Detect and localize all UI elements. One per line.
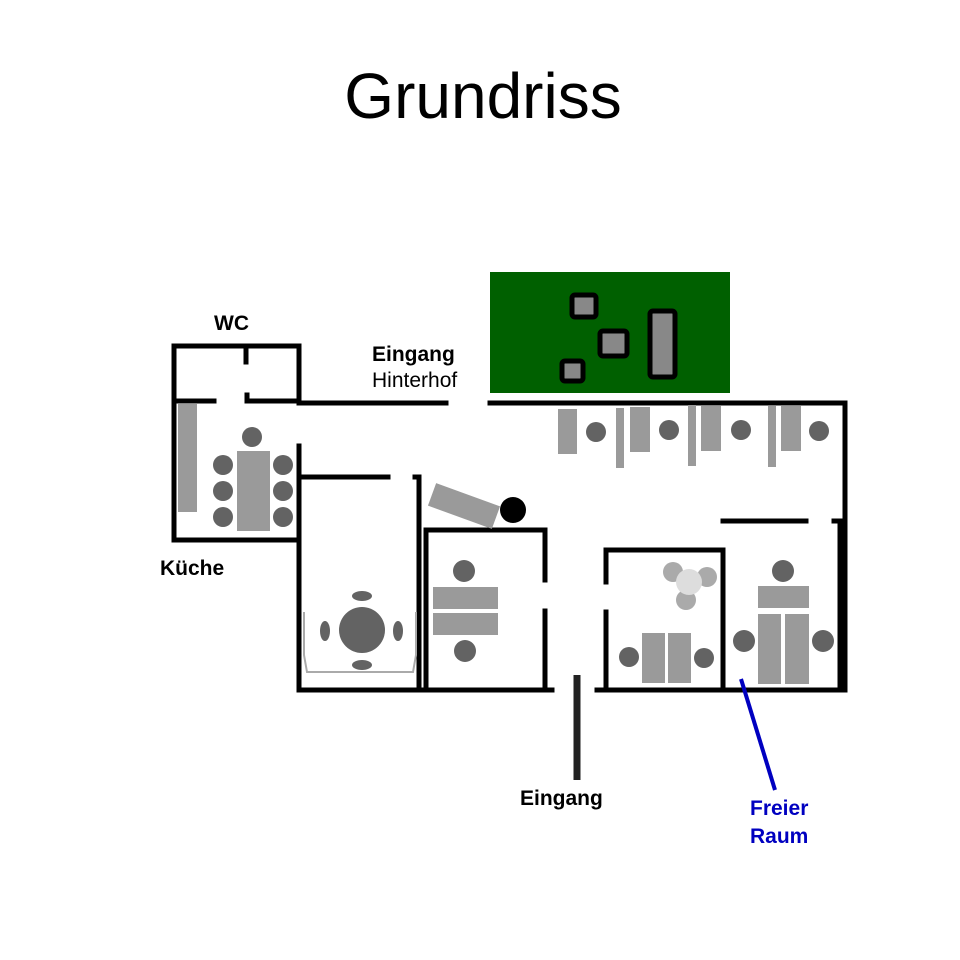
kitchen-furniture xyxy=(178,404,293,531)
free-room-furniture xyxy=(733,560,834,684)
label-entrance-back: Eingang xyxy=(372,343,455,366)
walls xyxy=(171,343,848,780)
label-free-room-1: Freier xyxy=(750,797,808,820)
free-room-pointer xyxy=(739,678,777,791)
office-3-furniture xyxy=(619,562,717,683)
conference-furniture xyxy=(303,591,417,673)
plant xyxy=(500,497,526,523)
label-entrance: Eingang xyxy=(520,787,603,810)
open-office-furniture xyxy=(558,405,829,468)
label-entrance-back-sub: Hinterhof xyxy=(372,369,457,392)
label-free-room-2: Raum xyxy=(750,825,808,848)
angled-desk xyxy=(427,483,501,529)
label-kitchen: Küche xyxy=(160,557,224,580)
office-2-furniture xyxy=(433,560,498,662)
courtyard xyxy=(490,272,730,393)
label-wc: WC xyxy=(214,312,249,335)
plan-title: Grundriss xyxy=(344,60,621,132)
